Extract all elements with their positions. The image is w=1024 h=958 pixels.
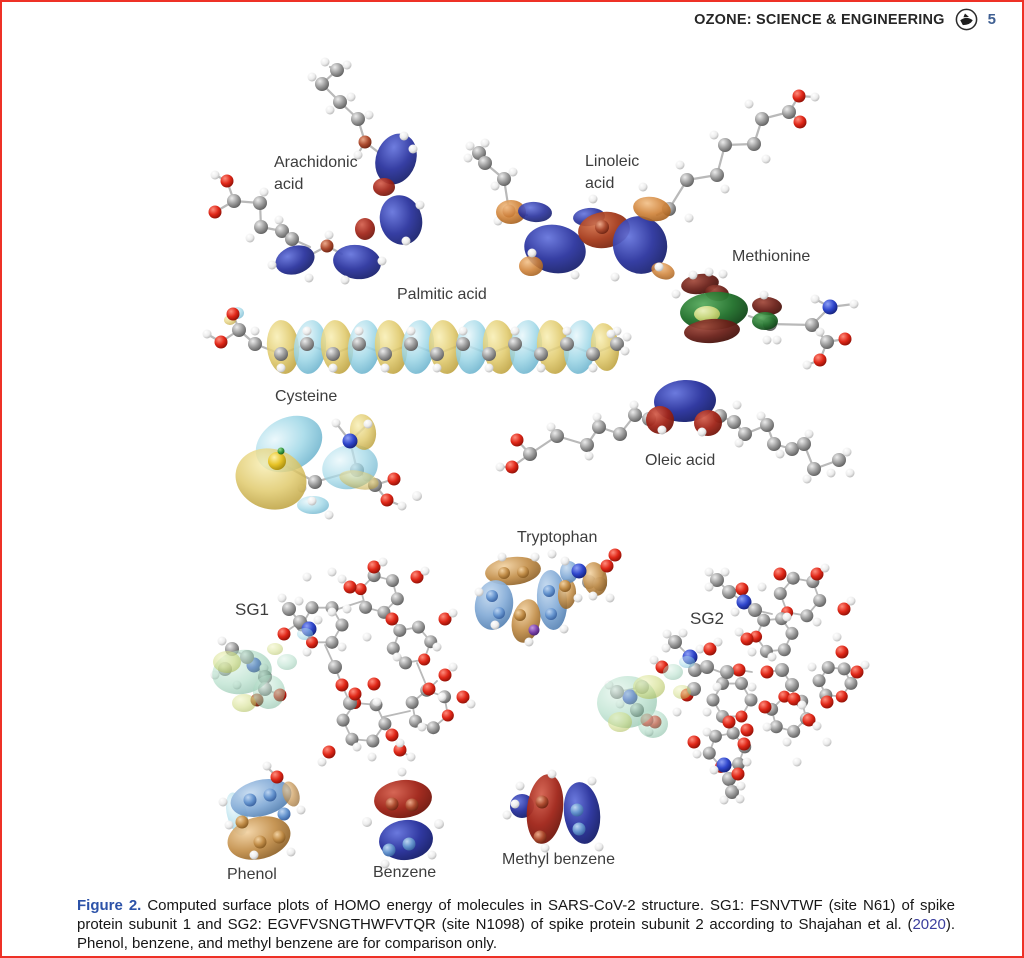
sg1-glycan-structure: SG1 (187, 557, 477, 782)
linoleic-acid-label: Linoleic acid (585, 153, 640, 192)
arachidonic-acid-label: Arachidonic acid (274, 154, 358, 193)
publisher-logo-icon[interactable] (954, 7, 979, 32)
oleic-acid-structure: Oleic acid (487, 374, 887, 502)
tryptophan-orbital-plot (474, 548, 622, 647)
cysteine-label: Cysteine (275, 388, 338, 405)
linoleic-acid-structure: Linoleic acid (437, 87, 877, 297)
figure-caption-text-1: Computed surface plots of HOMO energy of… (77, 897, 956, 933)
methyl-benzene-orbital-plot (502, 769, 604, 853)
sg1-orbital-plot (210, 557, 476, 767)
arachidonic-acid-orbital-plot (208, 57, 425, 285)
tryptophan-label: Tryptophan (517, 529, 598, 546)
methyl-benzene-label: Methyl benzene (502, 851, 615, 868)
methyl-benzene-structure: Methyl benzene (482, 767, 622, 882)
arachidonic-acid-structure: Arachidonic acid (182, 57, 462, 297)
oleic-acid-orbital-plot (495, 379, 855, 484)
page-number: 5 (987, 11, 996, 28)
methionine-orbital-plot (671, 267, 859, 370)
palmitic-acid-structure: Palmitic acid (197, 286, 637, 382)
palmitic-acid-label: Palmitic acid (397, 286, 487, 303)
citation-link-2020[interactable]: 2020 (912, 916, 946, 933)
methionine-label: Methionine (732, 248, 811, 265)
phenol-orbital-plot (218, 761, 306, 860)
journal-title: OZONE: SCIENCE & ENGINEERING (694, 11, 945, 28)
figure-caption-label: Figure 2. (77, 897, 142, 914)
phenol-label: Phenol (227, 866, 277, 883)
oleic-acid-label: Oleic acid (645, 452, 716, 469)
palmitic-acid-orbital-plot (202, 307, 632, 374)
sg1-label: SG1 (235, 600, 270, 619)
tryptophan-structure: Tryptophan (452, 524, 672, 669)
page-header: OZONE: SCIENCE & ENGINEERING 5 (694, 7, 996, 32)
sg2-orbital-plot (597, 563, 870, 805)
figure-caption: Figure 2. Computed surface plots of HOMO… (77, 896, 955, 953)
methionine-structure: Methionine (657, 244, 872, 392)
linoleic-acid-orbital-plot (463, 89, 820, 282)
figure-caption-text-2: ). Phenol, benzene, and methyl benzene a… (77, 916, 955, 952)
sg2-glycan-structure: SG2 (587, 552, 887, 807)
benzene-structure: Benzene (357, 767, 467, 887)
benzene-label: Benzene (373, 864, 437, 881)
phenol-structure: Phenol (207, 761, 327, 887)
cysteine-orbital-plot (235, 414, 422, 520)
benzene-orbital-plot (362, 767, 444, 869)
cysteine-structure: Cysteine (217, 384, 467, 524)
sg2-label: SG2 (690, 609, 725, 628)
